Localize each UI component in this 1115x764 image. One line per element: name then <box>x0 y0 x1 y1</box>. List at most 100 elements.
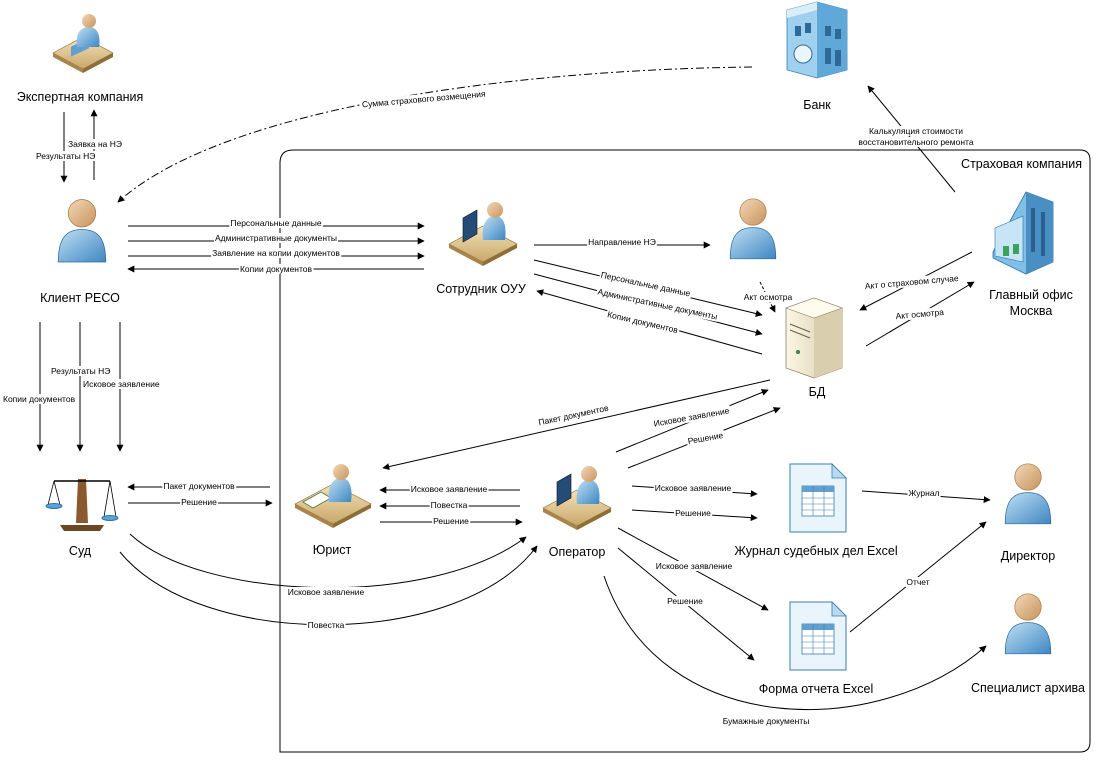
person-at-desk-icon <box>294 464 372 528</box>
edge-client-claim: Исковое заявление <box>82 322 161 452</box>
edge-journal-claim: Исковое заявление <box>631 483 758 498</box>
edge-label: Административные документы <box>215 233 337 243</box>
edge-client-doc-copies: Копии документов <box>2 322 77 452</box>
edge-ne-request: Заявка на НЭ <box>67 109 124 180</box>
client-node: Клиент РЕСО <box>40 199 120 305</box>
edge-label-background <box>894 306 946 322</box>
edge-label-background <box>536 402 611 428</box>
edge-court-docs-package: Пакет документов <box>127 481 270 491</box>
edge-lawyer-decision: Решение <box>380 516 523 526</box>
edge-label-background <box>674 508 713 518</box>
bank-node: Банк <box>786 1 848 112</box>
edge-personal-data: Персональные данные <box>128 218 425 230</box>
edge-label-background <box>360 88 488 110</box>
expert-staff-node <box>729 198 777 260</box>
edge-lawyer-claim: Исковое заявление <box>379 484 520 494</box>
edge-label: Исковое заявление <box>288 587 365 597</box>
edge-label-background <box>651 405 732 429</box>
journal-label: Журнал судебных дел Excel <box>734 544 897 558</box>
edge-label: Повестка <box>308 620 345 630</box>
client-label: Клиент РЕСО <box>40 291 120 305</box>
edge-label: Калькуляция стоимости <box>869 126 963 136</box>
ouu-employee-label: Сотрудник ОУУ <box>436 282 526 296</box>
edge-label: Акт осмотра <box>744 292 793 302</box>
person-at-computer-icon <box>542 466 612 530</box>
edge-label-background <box>409 484 489 494</box>
edge-paper-docs: Бумажные документы <box>603 575 987 726</box>
edge-label-background <box>654 561 734 571</box>
edge-journal-to-director: Журнал <box>861 488 991 504</box>
edge-label: Акт осмотра <box>895 307 944 321</box>
court-label: Суд <box>69 544 92 558</box>
edge-label-background <box>50 366 112 376</box>
edge-label-background <box>35 151 97 161</box>
archive-specialist-node: Специалист архива <box>971 593 1085 695</box>
bank-building-icon <box>786 1 848 79</box>
edge-label: Результаты НЭ <box>36 151 95 161</box>
edge-report-to-director: Отчет <box>849 521 987 633</box>
region-title: Страховая компания <box>961 157 1082 171</box>
edge-label: Исковое заявление <box>411 484 488 494</box>
edge-label: Копии документов <box>240 264 313 274</box>
edge-label-background <box>598 269 693 299</box>
edge-label: Заявка на НЭ <box>68 139 122 149</box>
edge-copy-request: Заявление на копии документов <box>128 248 425 260</box>
report-label: Форма отчета Excel <box>759 682 873 696</box>
edge-label: Исковое заявление <box>655 483 732 493</box>
archive-specialist-label: Специалист архива <box>971 681 1085 695</box>
edge-label: Исковое заявление <box>83 379 160 389</box>
ouu-employee-node: Сотрудник ОУУ <box>436 202 526 296</box>
edge-label-background <box>905 577 931 587</box>
edge-label: Решение <box>687 430 724 446</box>
edge-ne-direction: Направление НЭ <box>534 237 711 249</box>
edge-label-background <box>686 429 726 447</box>
edge-label-background <box>587 237 657 247</box>
edge-label-background <box>306 620 346 630</box>
edge-label: Копии документов <box>3 394 76 404</box>
edge-label: Решение <box>433 516 469 526</box>
person-at-computer-icon <box>448 202 518 266</box>
expert-company-label: Экспертная компания <box>17 90 144 104</box>
person-at-desk-icon <box>52 14 114 73</box>
bank-label: Банк <box>803 98 831 112</box>
edge-label-background <box>429 500 469 510</box>
edge-doc-copies: Копии документов <box>127 264 424 274</box>
database-label: БД <box>809 385 826 399</box>
edge-label-background <box>180 497 219 507</box>
edge-inspection-act-staff: Акт осмотра <box>742 281 794 313</box>
edge-label-background <box>211 248 342 258</box>
edge-insurance-payment: Сумма страхового возмещения <box>117 66 753 203</box>
edge-journal-decision: Решение <box>631 508 758 522</box>
edge-label: Направление НЭ <box>588 237 656 247</box>
edge-label-background <box>2 394 77 404</box>
edge-label-background <box>666 596 705 606</box>
journal-node: Журнал судебных дел Excel <box>734 463 898 558</box>
head-office-node: Главный офис Москва <box>989 191 1073 318</box>
edge-report-claim: Исковое заявление <box>617 527 769 611</box>
edge-label-background <box>721 716 811 726</box>
edge-label: Копии документов <box>606 309 679 335</box>
database-node: БД <box>785 297 843 399</box>
edge-label: Бумажные документы <box>723 716 810 726</box>
lawyer-node: Юрист <box>294 464 372 557</box>
spreadsheet-icon <box>789 601 847 671</box>
edge-label: Заявление на копии документов <box>212 248 340 258</box>
operator-label: Оператор <box>549 545 606 559</box>
expert-company-node: Экспертная компания <box>17 14 144 104</box>
edge-label: Результаты НЭ <box>51 366 110 376</box>
head-office-label-line2: Москва <box>1010 304 1053 318</box>
office-building-icon <box>992 191 1054 275</box>
spreadsheet-icon <box>789 463 847 533</box>
edge-label-background <box>653 483 733 493</box>
edge-insurance-case-act: Акт о страховом случае <box>859 251 973 311</box>
person-icon <box>729 198 777 260</box>
person-icon <box>1004 593 1052 655</box>
edge-label-background <box>907 488 941 498</box>
edge-label: Персональные данные <box>230 218 322 228</box>
director-node: Директор <box>1001 463 1055 563</box>
edge-label: Акт о страховом случае <box>864 273 959 291</box>
edge-label: Повестка <box>431 500 468 510</box>
head-office-label-line1: Главный офис <box>989 288 1073 302</box>
